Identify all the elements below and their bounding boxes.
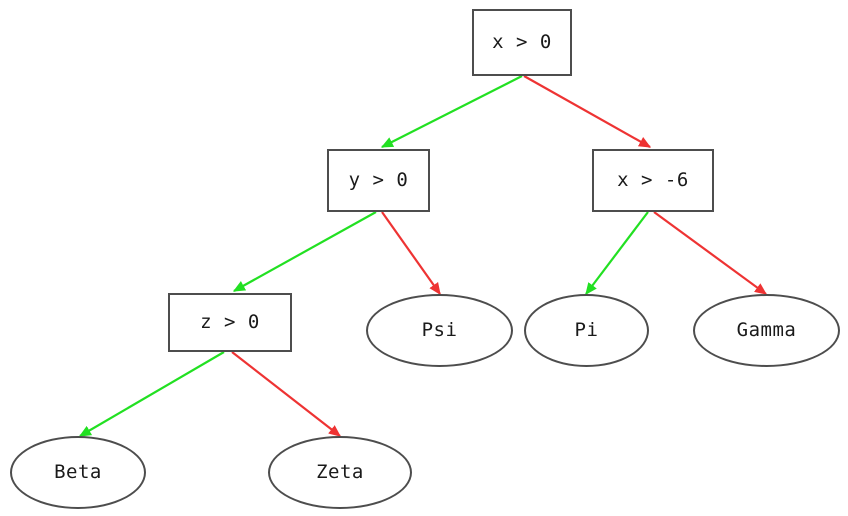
leaf-node-beta[interactable]: Beta (10, 436, 146, 509)
edge-false-x_gt_m6-to-gamma (653, 211, 767, 295)
decision-node-y_gt_0[interactable]: y > 0 (327, 149, 430, 212)
edge-false-y_gt_0-to-psi (381, 211, 441, 295)
node-label-beta: Beta (54, 461, 102, 483)
leaf-node-pi[interactable]: Pi (524, 294, 649, 367)
node-label-y_gt_0: y > 0 (348, 169, 409, 191)
edge-false-root-to-x_gt_m6 (523, 75, 652, 148)
leaf-node-psi[interactable]: Psi (366, 294, 513, 367)
node-label-gamma: Gamma (736, 319, 797, 341)
edge-true-z_gt_0-to-beta (78, 351, 225, 437)
leaf-node-gamma[interactable]: Gamma (693, 294, 840, 367)
node-label-root: x > 0 (492, 31, 552, 53)
edge-true-x_gt_m6-to-pi (585, 211, 649, 295)
node-label-zeta: Zeta (316, 461, 364, 483)
decision-node-x_gt_m6[interactable]: x > -6 (592, 149, 714, 212)
node-label-pi: Pi (574, 319, 599, 341)
node-label-x_gt_m6: x > -6 (617, 169, 689, 191)
leaf-node-zeta[interactable]: Zeta (268, 436, 412, 509)
node-label-psi: Psi (421, 319, 458, 341)
node-label-z_gt_0: z > 0 (200, 311, 260, 333)
decision-node-z_gt_0[interactable]: z > 0 (168, 293, 292, 352)
decision-node-root[interactable]: x > 0 (472, 9, 572, 76)
edge-true-root-to-y_gt_0 (380, 75, 523, 148)
edge-false-z_gt_0-to-zeta (231, 351, 341, 437)
edge-true-y_gt_0-to-z_gt_0 (232, 211, 377, 292)
